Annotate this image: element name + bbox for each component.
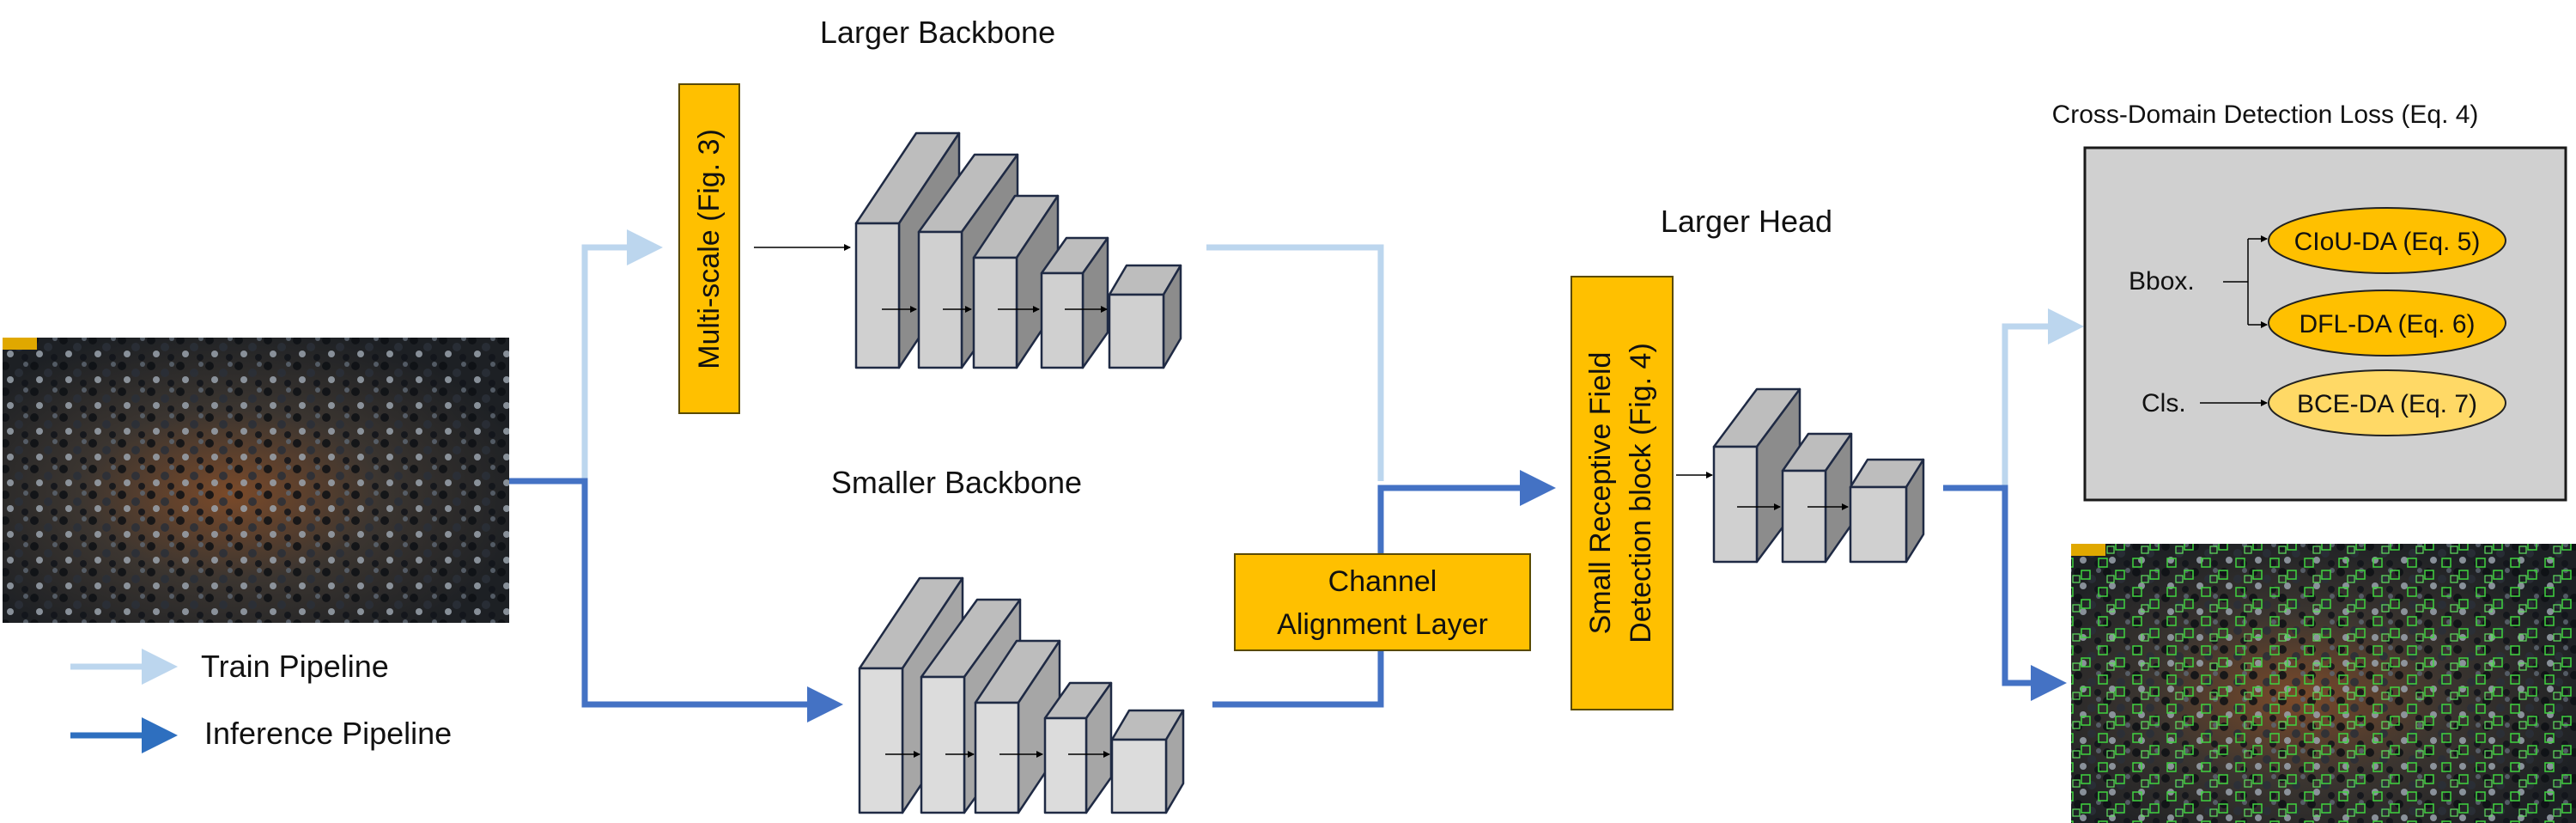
lb-block-3 [972,194,1060,369]
multiscale-box: Multi-scale (Fig. 3) [678,83,740,414]
smaller-backbone-blocks [858,576,1185,814]
larger-head-label: Larger Head [1661,204,1832,239]
ciou-oval: CIoU-DA (Eq. 5) [2268,207,2506,274]
legend-inference-label: Inference Pipeline [204,716,452,751]
smaller-backbone-label: Smaller Backbone [831,465,1082,500]
loss-title: Cross-Domain Detection Loss (Eq. 4) [2052,101,2479,129]
bce-label: BCE-DA (Eq. 7) [2297,390,2477,418]
train-arrow-to-multiscale [509,229,663,485]
input-crowd-image [3,338,509,623]
lh-block-3 [1849,458,1925,564]
channel-alignment-box: Channel Alignment Layer [1234,553,1531,651]
inf-arrow-to-srf [1377,470,1556,554]
inf-arrow-from-smaller-backbone [1212,651,1384,708]
output-detection-image [2071,544,2576,823]
ciou-label: CIoU-DA (Eq. 5) [2294,228,2481,256]
cls-label: Cls. [2142,389,2186,418]
lh-block-2 [1781,432,1853,564]
inf-arrow-to-output [1943,485,2067,701]
lb-block-4 [1040,236,1109,369]
channel-alignment-line2: Alignment Layer [1277,608,1488,641]
inf-arrow-to-smaller-backbone [509,478,843,722]
larger-head-blocks [1712,387,1925,564]
loss-panel: Bbox. Cls. CIoU-DA (Eq. 5) DFL-DA (Eq. 6… [2083,146,2567,502]
bbox-label: Bbox. [2129,267,2195,296]
dfl-oval: DFL-DA (Eq. 6) [2268,290,2506,357]
bce-oval: BCE-DA (Eq. 7) [2268,369,2506,436]
sb-block-5 [1110,709,1185,814]
train-arrow-to-loss [2002,308,2084,488]
sb-block-3 [974,639,1061,814]
lb-block-5 [1108,264,1182,369]
channel-alignment-line1: Channel [1328,565,1437,598]
larger-backbone-label: Larger Backbone [820,15,1055,50]
dfl-label: DFL-DA (Eq. 6) [2299,310,2475,338]
multiscale-label: Multi-scale (Fig. 3) [693,129,726,369]
inference-pipeline-arrows [509,470,2067,722]
srf-line1: Small Receptive Field [1584,352,1617,635]
legend: Train Pipeline Inference Pipeline [70,649,452,753]
sb-block-4 [1043,681,1113,814]
srf-detection-block: Small Receptive Field Detection block (F… [1571,276,1674,710]
larger-backbone-blocks [854,131,1182,369]
legend-train-label: Train Pipeline [201,649,389,684]
train-arrow-from-larger-backbone [1206,244,1384,481]
srf-line2: Detection block (Fig. 4) [1625,343,1657,643]
bbox-bracket [2223,235,2268,328]
